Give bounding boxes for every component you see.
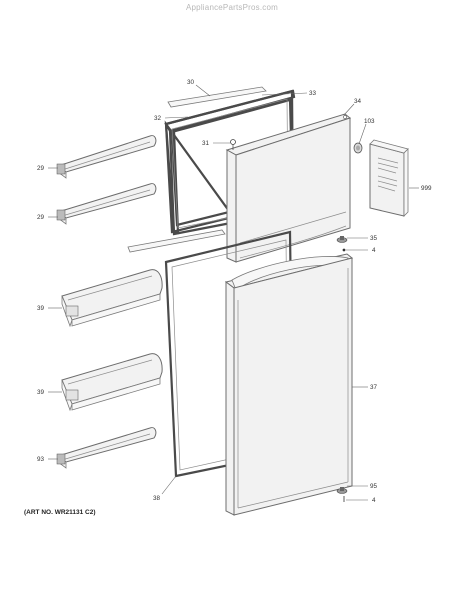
callout-999: 999 [421, 185, 432, 192]
part-middle-trim [127, 229, 226, 253]
callout-35: 35 [370, 235, 378, 242]
part-103-plug [353, 142, 363, 154]
part-31-screw [230, 139, 236, 150]
callout-34: 34 [354, 98, 362, 105]
part-93-shelf [56, 427, 157, 469]
callout-93: 93 [37, 456, 45, 463]
part-999-manual [369, 139, 409, 217]
part-37-fresh-food-door [224, 253, 354, 516]
leader-lines [48, 84, 419, 501]
callout-31: 31 [202, 140, 210, 147]
part-29-shelf-upper [56, 135, 157, 179]
callout-95: 95 [370, 483, 378, 490]
callout-4-lower: 4 [372, 497, 376, 504]
part-4-screw-upper [342, 248, 346, 252]
art-number: (ART NO. WR21131 C2) [24, 509, 96, 516]
watermark-text: AppliancePartsPros.com [186, 3, 278, 12]
part-35-hinge [336, 236, 348, 243]
part-95-hinge [336, 487, 348, 494]
callout-103: 103 [364, 118, 375, 125]
part-34-freezer-door [225, 113, 352, 263]
callout-39-lower: 39 [37, 389, 45, 396]
part-39-bin-lower [61, 353, 163, 412]
callout-32: 32 [154, 115, 162, 122]
callout-33: 33 [309, 90, 317, 97]
callout-30: 30 [187, 79, 195, 86]
part-29-shelf-lower [56, 183, 157, 225]
callout-37: 37 [370, 384, 378, 391]
callout-39-upper: 39 [37, 305, 45, 312]
callout-29-lower: 29 [37, 214, 45, 221]
part-30-top-trim [167, 86, 267, 108]
part-39-bin-upper [61, 269, 163, 328]
callout-29-upper: 29 [37, 165, 45, 172]
callout-38: 38 [153, 495, 161, 502]
callout-4-upper: 4 [372, 247, 376, 254]
